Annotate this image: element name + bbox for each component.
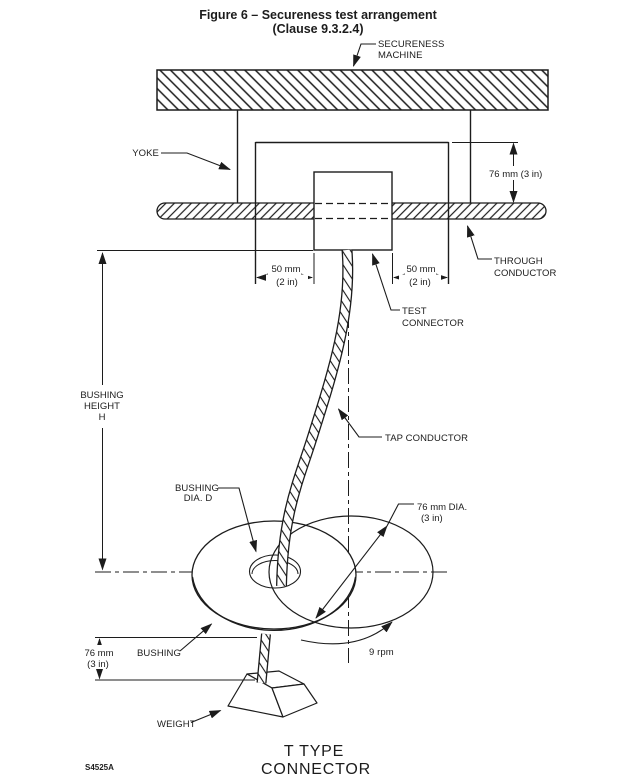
dim-rotation-diameter-mm: 76 mm DIA.: [417, 502, 467, 513]
dim-right-overhang: 50 mm (2 in): [392, 253, 448, 288]
tap-conductor-wire-lower: [256, 633, 271, 684]
label-tap-conductor: TAP CONDUCTOR: [385, 433, 468, 444]
leader-weight: [190, 709, 222, 724]
leader-secureness-machine: [352, 43, 376, 67]
bushing-hole-rim: [251, 560, 299, 575]
weight-block: [227, 670, 318, 718]
label-bushing-dia-line2: DIA. D: [184, 493, 213, 504]
leader-test-connector: [371, 253, 400, 311]
rotation-circle: [268, 515, 434, 629]
rotation-diameter-arrow: [315, 503, 414, 619]
caption-connector-type-line1: T TYPE: [284, 743, 344, 760]
dim-bushing-to-weight: 76 mm (3 in): [78, 637, 257, 681]
label-bushing: BUSHING: [137, 648, 181, 659]
caption-connector-type-line2: CONNECTOR: [261, 761, 371, 778]
test-connector-box: [313, 171, 393, 251]
dim-rotation-diameter-in: (3 in): [421, 513, 443, 524]
dim-right-overhang-mm: 50 mm: [406, 264, 435, 275]
figure-subtitle: (Clause 9.3.2.4): [272, 22, 363, 36]
label-through-conductor-line1: THROUGH: [494, 256, 543, 267]
leader-yoke: [161, 152, 231, 171]
dim-yoke-to-conductor-text: 76 mm (3 in): [489, 169, 542, 180]
dim-yoke-to-conductor: 76 mm (3 in): [452, 142, 564, 203]
label-test-connector-line1: TEST: [402, 306, 427, 317]
label-rotation-speed: 9 rpm: [369, 647, 394, 658]
yoke-frame: [254, 141, 450, 284]
dim-left-overhang-mm: 50 mm: [271, 264, 300, 275]
label-through-conductor-line2: CONDUCTOR: [494, 268, 557, 279]
dim-bushing-to-weight-in: (3 in): [87, 659, 109, 670]
bushing-disk: [191, 520, 357, 632]
dim-left-overhang: 50 mm (2 in): [256, 253, 315, 288]
label-secureness-machine-line2: MACHINE: [378, 50, 423, 61]
hidden-conductor-edges: [315, 202, 391, 220]
dim-bushing-height-line2: HEIGHT: [84, 401, 120, 412]
dim-bushing-height: BUSHING HEIGHT H: [80, 250, 313, 571]
dim-bushing-height-line3: H: [99, 412, 106, 423]
label-yoke: YOKE: [132, 148, 159, 159]
leader-through-conductor: [466, 225, 492, 260]
leader-lines: [161, 43, 492, 724]
leader-bushing: [179, 623, 213, 652]
leader-tap-conductor: [337, 408, 382, 438]
machine-hanger-rods: [236, 110, 472, 203]
label-secureness-machine-line1: SECURENESS: [378, 39, 444, 50]
label-test-connector-line2: CONNECTOR: [402, 318, 464, 329]
dim-left-overhang-in: (2 in): [276, 277, 298, 288]
tap-conductor-wire: [276, 249, 354, 587]
dim-bushing-height-line1: BUSHING: [80, 390, 123, 401]
rotation-direction-arrow: [300, 621, 393, 645]
figure-title: Figure 6 – Secureness test arrangement: [199, 8, 437, 22]
leader-bushing-dia: [218, 487, 258, 553]
dim-bushing-to-weight-mm: 76 mm: [84, 648, 113, 659]
dim-right-overhang-in: (2 in): [409, 277, 431, 288]
label-bushing-dia-line1: BUSHING: [175, 483, 219, 494]
drawing-number: S4525A: [85, 763, 114, 772]
label-weight: WEIGHT: [157, 719, 196, 730]
secureness-machine-bar: [156, 69, 549, 111]
bushing-hole: [248, 554, 302, 589]
